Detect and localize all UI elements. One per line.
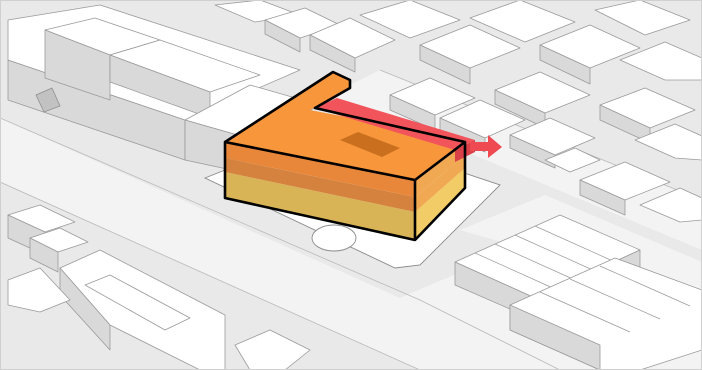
extension-top xyxy=(315,98,475,150)
massing-band1-side xyxy=(415,140,465,197)
massing-band2-side xyxy=(415,155,465,212)
house-top-4 xyxy=(359,0,461,39)
shed-1-ridge-3 xyxy=(514,234,596,272)
massing-base-side xyxy=(415,168,465,240)
courtyard-bl xyxy=(84,274,191,331)
house-right-4-side xyxy=(509,134,556,169)
context-buildings-top-left xyxy=(7,4,321,176)
house-right-7-side xyxy=(579,179,626,216)
road-edge-2 xyxy=(0,181,421,370)
house-right-6 xyxy=(634,123,702,161)
massing-outline xyxy=(223,70,467,242)
shed-1-ridge-2 xyxy=(494,243,576,281)
house-right-9 xyxy=(544,147,601,173)
shed-2-ridge-1 xyxy=(539,291,631,333)
tower-block-front xyxy=(44,29,111,101)
shed-1-ridge-4 xyxy=(534,225,616,263)
massing-courtyard xyxy=(340,132,400,157)
shed-2-ridge-3 xyxy=(599,265,691,307)
massing-band2-front xyxy=(225,158,415,212)
road-edge-1 xyxy=(0,117,561,370)
house-bl-4 xyxy=(234,329,311,370)
arrow-right-icon xyxy=(470,135,502,158)
roundabout xyxy=(311,224,357,252)
context-houses-top xyxy=(214,0,702,85)
block-bl-front xyxy=(59,267,111,351)
massing xyxy=(223,70,475,242)
house-bl-2-side xyxy=(29,237,59,273)
house-top-5-side xyxy=(419,44,471,85)
house-top-8 xyxy=(594,0,691,36)
shed-2-ridge-2 xyxy=(569,278,661,320)
massing-base-front xyxy=(225,172,415,240)
house-top-7-side xyxy=(539,44,591,85)
house-top-6 xyxy=(469,0,576,43)
massing-band1-front xyxy=(225,142,415,197)
shed-2-front xyxy=(509,304,601,370)
entrance-step xyxy=(35,87,61,113)
context-sheds-bottom-right xyxy=(454,214,702,370)
context-buildings-bottom-left xyxy=(7,204,311,370)
shed-1-ridge-1 xyxy=(474,252,556,290)
house-top-2-side xyxy=(264,19,301,53)
context-houses-right xyxy=(389,71,702,223)
house-right-8 xyxy=(639,187,702,223)
arrow-shape xyxy=(470,135,502,158)
house-top-3-side xyxy=(309,34,356,73)
house-bl-3 xyxy=(7,267,71,313)
house-top-9 xyxy=(619,41,702,81)
